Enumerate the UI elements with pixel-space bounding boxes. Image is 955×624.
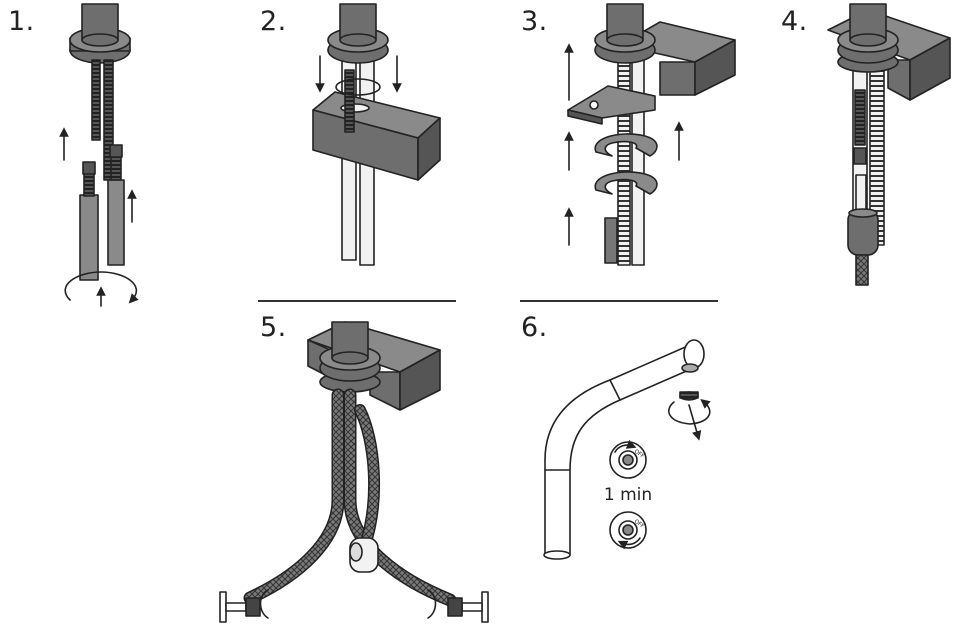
knob-off-label: OFF <box>633 519 645 530</box>
countertop <box>312 91 441 181</box>
faucet-base <box>69 3 131 64</box>
faucet-base <box>837 3 899 73</box>
flush-duration-label: 1 min <box>604 485 652 505</box>
faucet-base <box>594 3 656 64</box>
step-2-illustration <box>312 3 441 266</box>
step-3-number: 3. <box>521 6 548 37</box>
step-2-number: 2. <box>260 6 287 37</box>
shutoff-valve-left <box>219 589 269 623</box>
mounting-nut <box>604 217 618 264</box>
step-6-illustration: OFF 1 min OFF <box>543 339 711 560</box>
faucet-base <box>319 321 381 393</box>
hose-weight <box>349 537 379 573</box>
sprayer-hose <box>355 405 379 550</box>
divider-left <box>258 300 456 302</box>
step-3-illustration <box>564 3 736 266</box>
supply-hose <box>107 144 125 266</box>
step-6-number: 6. <box>521 312 548 343</box>
step-4-illustration <box>827 3 951 286</box>
step-5-number: 5. <box>260 312 287 343</box>
handle-on-icon: OFF <box>609 439 647 479</box>
rotate-arrow-icon <box>668 398 711 425</box>
knob-off-label: OFF <box>633 449 645 460</box>
horseshoe-washer <box>594 171 658 195</box>
rotate-arrow-icon <box>64 271 139 304</box>
spout <box>543 339 705 560</box>
mounting-bracket <box>567 85 656 125</box>
braided-hose <box>245 390 343 603</box>
supply-hose <box>79 161 99 281</box>
down-arrow-icon <box>688 404 702 441</box>
divider-right <box>520 300 718 302</box>
faucet-base <box>327 3 389 64</box>
step-1-number: 1. <box>8 6 35 37</box>
hose-weight <box>847 174 879 286</box>
shutoff-valve-right <box>427 589 489 623</box>
handle-off-icon: OFF <box>609 511 647 550</box>
threaded-rod <box>91 59 101 141</box>
aerator <box>679 391 699 401</box>
horseshoe-washer <box>594 133 658 157</box>
gasket-ring <box>335 78 381 96</box>
step-4-number: 4. <box>781 6 808 37</box>
step-1-illustration <box>59 3 139 307</box>
step-5-illustration <box>219 321 489 623</box>
